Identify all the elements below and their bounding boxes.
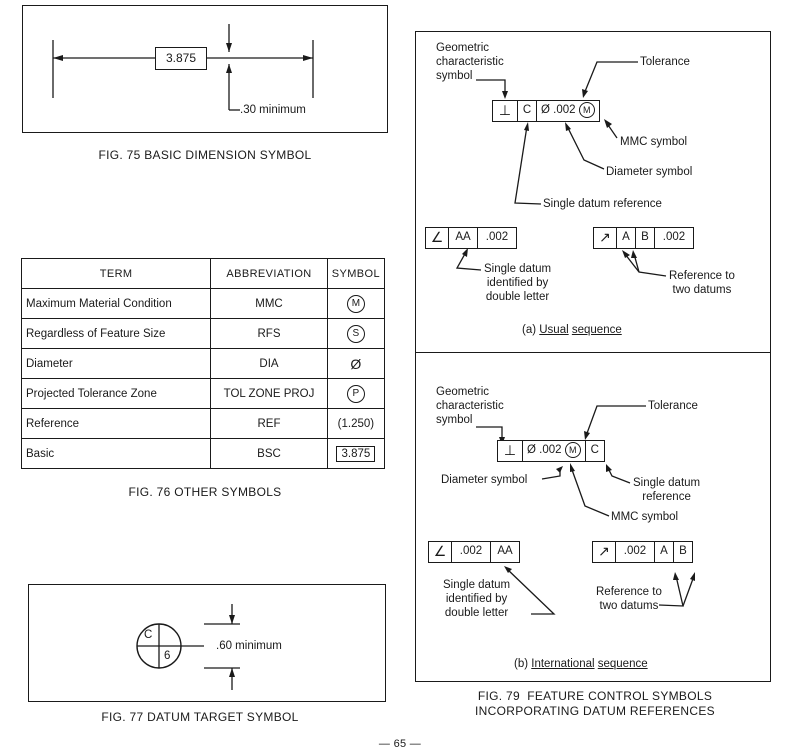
diameter-symbol: Ø [326,348,386,379]
projected-zone-symbol: P [346,384,365,403]
row-term: Basic [20,438,212,469]
mmc-symbol: M [346,294,365,313]
angularity-symbol: ∠ [429,542,452,562]
datum-cell: C [590,444,599,456]
row-term: Projected Tolerance Zone [20,378,212,409]
usual-caption-prefix: (a) [522,324,540,336]
header-symbol: SYMBOL [326,258,386,289]
tolerance-cell: .002 [662,231,686,243]
fig79-caption: FIG. 79 FEATURE CONTROL SYMBOLS INCORPOR… [475,689,715,718]
perpendicularity-symbol: ⊥ [498,441,523,461]
row-abbr: RFS [210,318,328,349]
intl-caption-prefix: (b) [514,658,532,670]
usual-runout-frame: ↗ A B .002 [593,227,694,249]
table-row: Regardless of Feature Size RFS S [20,318,386,349]
datum-cell: A [655,542,674,562]
page-number: — 65 — [378,738,422,750]
tolerance-cell: Ø .002 M [523,441,586,461]
datum-target-number: 6 [164,650,171,662]
row-abbr: DIA [210,348,328,379]
usual-feature-control-frame: ⊥ C Ø .002 M [492,100,600,122]
row-term: Regardless of Feature Size [20,318,212,349]
intl-angularity-frame: ∠ .002 AA [428,541,520,563]
intl-feature-control-frame: ⊥ Ø .002 M C [497,440,605,462]
fig77-min-note: .60 minimum [216,640,282,652]
intl-single-datum-label: Single datum reference [633,477,701,503]
row-abbr: MMC [210,288,328,319]
fig75-min-note: .30 minimum [240,104,306,116]
table-header-row: TERM ABBREVIATION SYMBOL [20,258,386,289]
table-row: Diameter DIA Ø [20,348,386,379]
runout-symbol: ↗ [594,228,617,248]
usual-single-datum-label: Single datum reference [543,198,662,210]
usual-caption-seq: sequence [571,324,622,336]
datum-cell: A [617,228,636,248]
usual-caption: (a) Usual sequence [522,323,622,337]
runout-symbol: ↗ [593,542,616,562]
intl-runout-label: Reference to two datums [596,586,662,612]
usual-geometric-label: Geometric characteristic symbol [436,42,504,82]
basic-dimension-box: 3.875 [155,47,207,70]
fig77-frame [28,584,386,702]
diameter-tolerance: Ø .002 [527,444,562,456]
usual-tolerance-label: Tolerance [640,56,690,68]
intl-mmc-label: MMC symbol [611,511,679,523]
tolerance-cell: .002 [485,231,509,243]
mmc-modifier: M [564,441,581,458]
intl-runout-frame: ↗ .002 A B [592,541,693,563]
basic-symbol: 3.875 [336,445,376,462]
tolerance-cell: Ø .002 M [537,101,599,121]
intl-diameter-label: Diameter symbol [441,474,528,486]
angularity-symbol: ∠ [426,228,449,248]
table-row: Basic BSC 3.875 [20,438,386,469]
fig79-divider [415,352,771,353]
fig75-frame [22,5,388,133]
intl-caption-seq: sequence [597,658,648,670]
datum-target-letter: C [144,629,153,641]
row-term: Diameter [20,348,212,379]
reference-symbol: (1.250) [326,408,386,439]
datum-cell: C [518,101,537,121]
other-symbols-table: TERM ABBREVIATION SYMBOL Maximum Materia… [20,258,386,469]
row-abbr: REF [210,408,328,439]
usual-mmc-label: MMC symbol [620,136,688,148]
perpendicularity-symbol: ⊥ [493,101,518,121]
intl-caption-word: International [531,658,595,670]
usual-diameter-label: Diameter symbol [606,166,693,178]
datum-cell: AA [449,228,478,248]
row-term: Maximum Material Condition [20,288,212,319]
datum-cell: AA [497,545,513,557]
fig77-caption: FIG. 77 DATUM TARGET SYMBOL [101,710,299,724]
tolerance-cell: .002 [452,542,491,562]
table-row: Projected Tolerance Zone TOL ZONE PROJ P [20,378,386,409]
usual-runout-label: Reference to two datums [669,270,735,296]
rfs-symbol: S [346,324,365,343]
row-abbr: TOL ZONE PROJ [210,378,328,409]
datum-cell: B [636,228,655,248]
usual-angularity-frame: ∠ AA .002 [425,227,517,249]
table-row: Maximum Material Condition MMC M [20,288,386,319]
fig76-caption: FIG. 76 OTHER SYMBOLS [128,485,282,499]
fig75-caption: FIG. 75 BASIC DIMENSION SYMBOL [98,148,312,162]
intl-caption: (b) International sequence [514,657,648,671]
intl-angle-label: Single datum identified by double letter [443,579,511,619]
datum-cell: B [679,545,687,557]
mmc-modifier: M [578,101,595,118]
fig79-frame [415,31,771,682]
usual-caption-word: Usual [539,324,569,336]
diameter-tolerance: Ø .002 [541,104,576,116]
usual-angle-label: Single datum identified by double letter [484,263,552,303]
intl-tolerance-label: Tolerance [648,400,698,412]
tolerance-cell: .002 [616,542,655,562]
intl-geometric-label: Geometric characteristic symbol [436,386,504,426]
table-row: Reference REF (1.250) [20,408,386,439]
